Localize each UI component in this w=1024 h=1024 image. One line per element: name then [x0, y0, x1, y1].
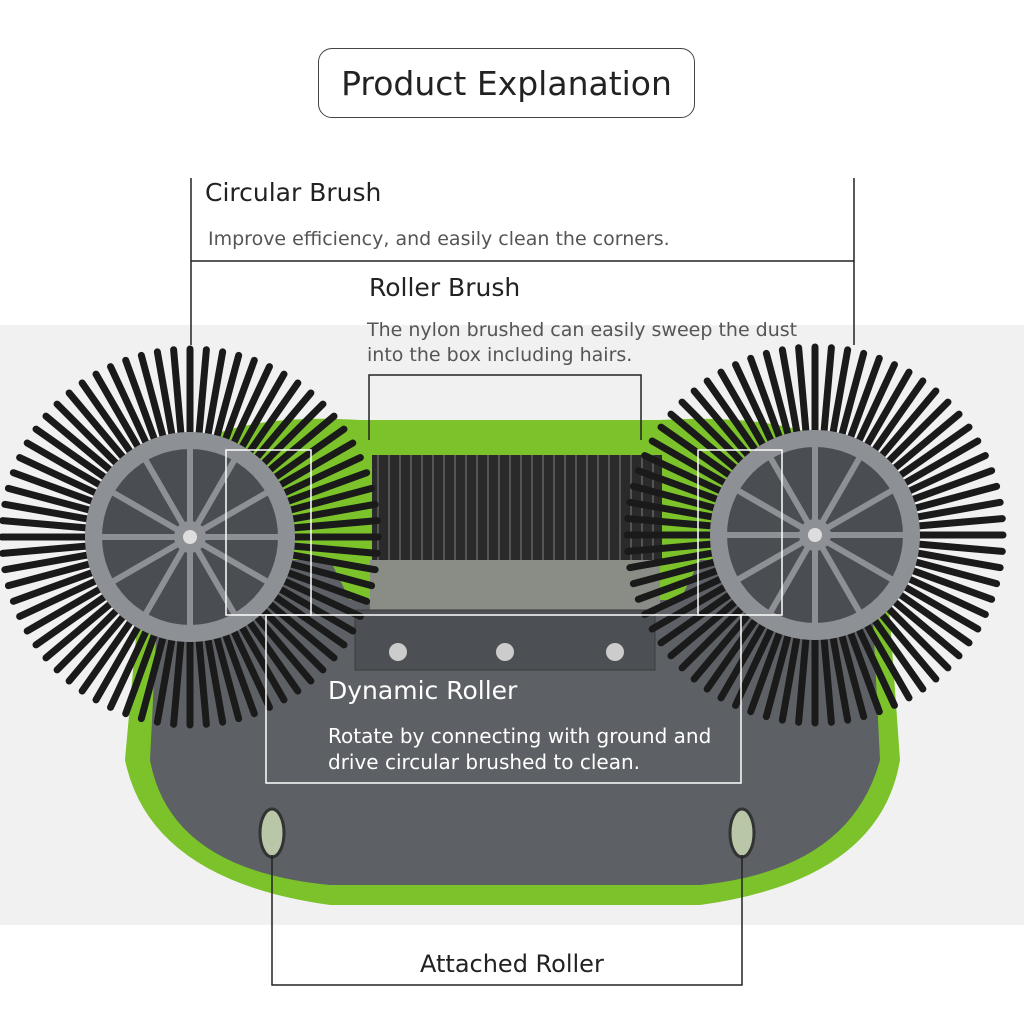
bottom-plate [150, 560, 880, 885]
roller-brush-description-line-1: The nylon brushed can easily sweep the d… [367, 319, 798, 341]
attached-roller-label: Attached Roller [420, 950, 604, 978]
dynamic-roller-frames [225, 449, 783, 784]
callout-lines [190, 178, 855, 986]
circular-brush-right [623, 343, 1007, 727]
circular-brush-label: Circular Brush [205, 178, 382, 207]
circular-brush-left [0, 345, 382, 729]
dust-box [370, 560, 660, 610]
circular-brush-description: Improve efficiency, and easily clean the… [208, 228, 670, 250]
dynamic-roller-label: Dynamic Roller [328, 676, 518, 705]
roller-brush-label: Roller Brush [369, 273, 521, 302]
roller-brush-description-line-2: into the box including hairs. [367, 344, 633, 366]
attached-roller-right [728, 807, 756, 859]
page-title: Product Explanation [318, 48, 695, 118]
attached-roller-left [258, 807, 286, 859]
dynamic-roller-description-line-1: Rotate by connecting with ground and [328, 724, 712, 748]
screws [389, 643, 624, 661]
roller-brush [372, 455, 662, 560]
dynamic-roller-description-line-2: drive circular brushed to clean. [328, 750, 641, 774]
